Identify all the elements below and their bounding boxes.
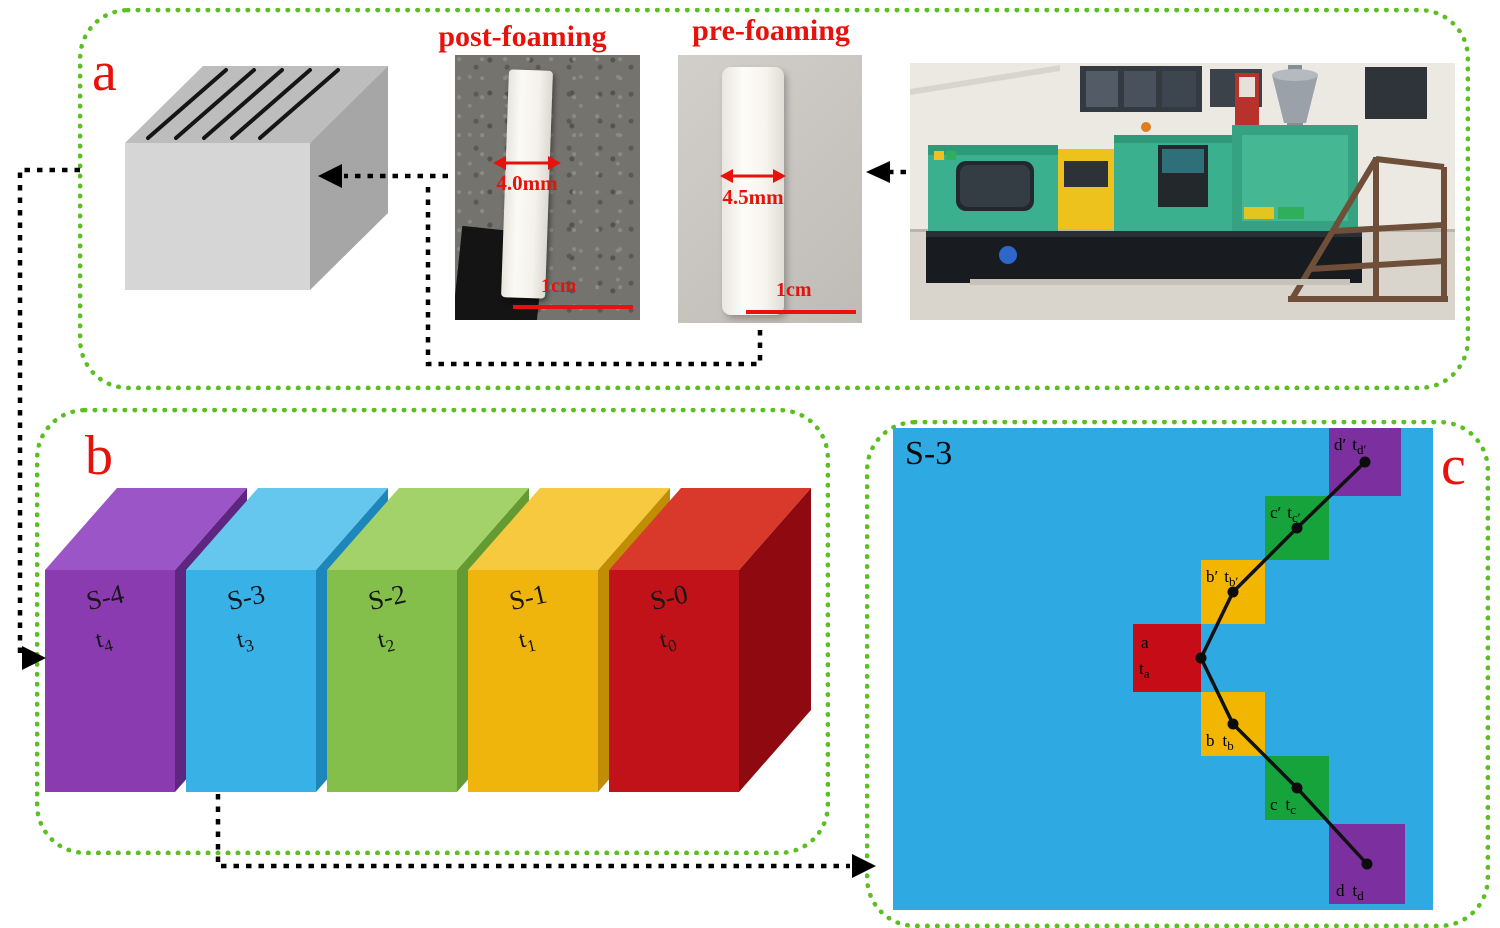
scalebar-label: 1cm [541,275,577,297]
pre-foaming-photo: 4.5mm 1cm [678,55,862,323]
machine-body [926,122,1362,283]
width-measure-arrow-icon [493,156,561,170]
post-foaming-title: post-foaming [438,20,607,53]
thickness-label: 4.0mm [496,171,558,195]
panel-a-label: a [92,41,117,103]
metal-frame [1288,156,1448,302]
post-foaming-photo: 4.0mm 1cm [455,55,640,320]
width-measure-arrow-icon [720,169,786,183]
panel-c-label: c [1441,435,1466,497]
panel-a-border [78,8,1470,390]
cell-d-prime-label: d′td′ [1334,435,1366,457]
cell-a-thickness-label: ta [1139,659,1150,681]
cell-c-prime-label: c′tc′ [1270,503,1301,525]
scalebar-line [513,305,633,309]
map-title: S-3 [905,435,952,472]
cube-slit-lines [146,68,340,140]
cell-a [1133,624,1201,692]
panel-b-label: b [85,425,113,487]
thickness-label: 4.5mm [722,185,784,209]
scalebar-line [746,310,856,314]
scalebar-label: 1cm [776,279,812,301]
pre-foaming-title: pre-foaming [692,14,850,47]
measurement-nodes [1195,456,1373,870]
pump-icon [999,246,1017,264]
wall-poster [1235,73,1259,125]
slit-cube [125,66,388,290]
injection-molding-machine-photo [910,63,1455,320]
slab-s0: S-0 t0 [609,488,811,792]
cell-b-prime-label: b′tb′ [1206,567,1238,589]
cell-a-letter: a [1141,633,1149,652]
